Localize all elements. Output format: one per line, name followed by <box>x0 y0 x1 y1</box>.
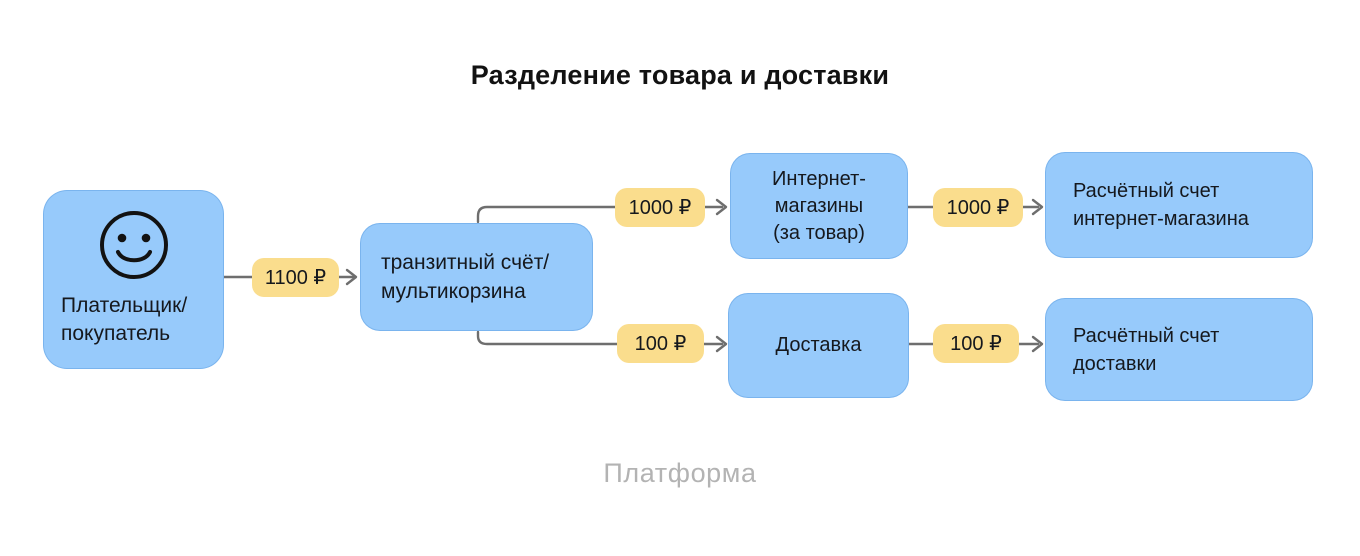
node-transit-label: мультикорзина <box>381 280 526 303</box>
node-shop-account-label: Расчётный счет <box>1073 180 1220 202</box>
diagram-title: Разделение товара и доставки <box>470 60 890 90</box>
arrowhead-into-shop-account-icon <box>1031 198 1044 216</box>
edge-transit-to-amount-top <box>476 205 617 224</box>
node-delivery-account-label: доставки <box>1073 352 1157 375</box>
node-shop-settlement-account: Расчётный счет интернет-магазина <box>1045 152 1313 258</box>
arrowhead-into-transit-icon <box>345 268 358 286</box>
node-payer: Плательщик/ покупатель <box>43 190 224 369</box>
smiley-face-icon <box>98 209 170 281</box>
platform-label: Платформа <box>603 458 757 488</box>
edge-transit-to-amount-bottom <box>476 330 619 346</box>
node-internet-shops-label: (за товар) <box>773 221 865 244</box>
node-internet-shops-label: магазины <box>774 194 864 217</box>
node-delivery-settlement-account: Расчётный счет доставки <box>1045 298 1313 401</box>
amount-badge-1100: 1100 ₽ <box>252 258 339 297</box>
arrowhead-into-delivery-account-icon <box>1031 335 1044 353</box>
node-shop-account-label: интернет-магазина <box>1073 208 1249 230</box>
amount-badge-1000-to-account: 1000 ₽ <box>933 188 1023 227</box>
arrowhead-into-shop-icon <box>715 198 728 216</box>
node-internet-shops-label: Интернет- <box>772 167 866 190</box>
node-transit-account: транзитный счёт/ мультикорзина <box>360 223 593 331</box>
node-transit-label: транзитный счёт/ <box>381 251 550 274</box>
node-delivery-account-label: Расчётный счет <box>1073 324 1220 347</box>
amount-badge-100-delivery: 100 ₽ <box>617 324 704 363</box>
node-payer-label: Плательщик/ покупатель <box>61 294 188 345</box>
arrowhead-into-delivery-icon <box>715 335 728 353</box>
amount-badge-100-to-account: 100 ₽ <box>933 324 1019 363</box>
node-delivery: Доставка <box>728 293 909 398</box>
amount-badge-1000-goods: 1000 ₽ <box>615 188 705 227</box>
node-delivery-label: Доставка <box>775 334 862 356</box>
node-internet-shops: Интернет- магазины (за товар) <box>730 153 908 259</box>
